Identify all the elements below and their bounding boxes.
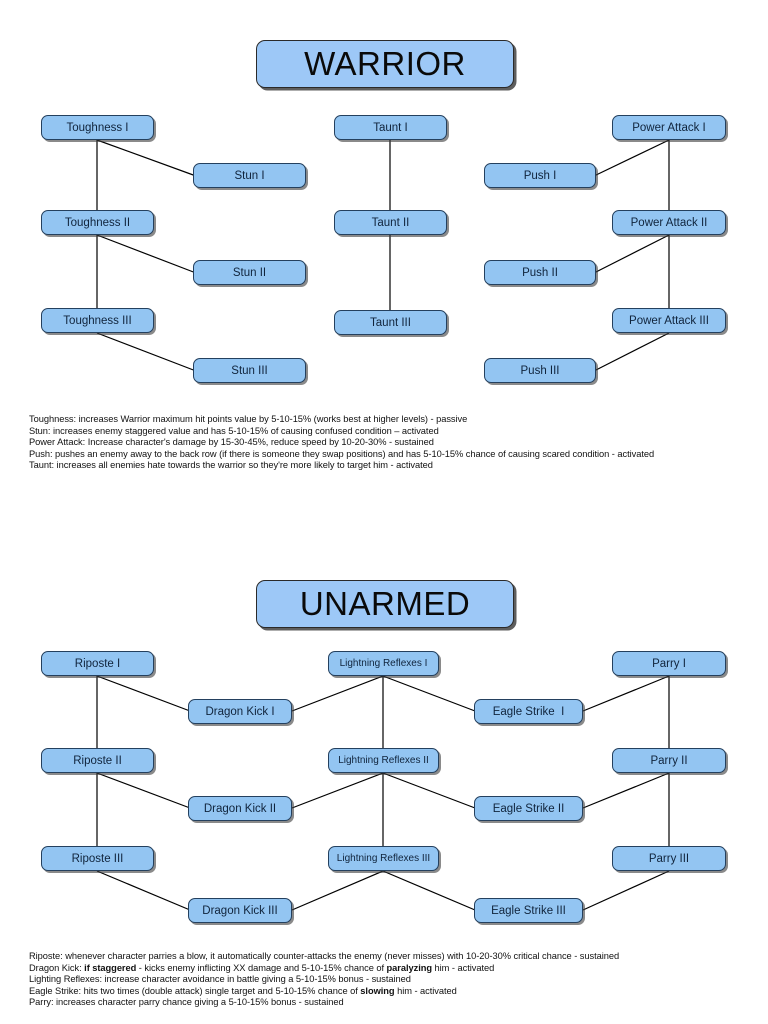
description-power-attack: Power Attack: Increase character's damag… (29, 437, 434, 448)
description-lighting-reflexes: Lighting Reflexes: increase character av… (29, 974, 411, 985)
skill-node-taunt-3[interactable]: Taunt III (334, 310, 447, 335)
skill-node-eagle-strike-1[interactable]: Eagle Strike I (474, 699, 583, 724)
skill-tree-unarmed: UNARMED (0, 540, 768, 1024)
description-taunt: Taunt: increases all enemies hate toward… (29, 460, 433, 471)
tree-title-unarmed: UNARMED (256, 580, 514, 628)
tree-title-warrior: WARRIOR (256, 40, 514, 88)
skill-node-lightning-reflexes-1[interactable]: Lightning Reflexes I (328, 651, 439, 676)
description-dragon-kick: Dragon Kick: if staggered - kicks enemy … (29, 962, 495, 973)
skill-node-toughness-2[interactable]: Toughness II (41, 210, 154, 235)
skill-node-taunt-2[interactable]: Taunt II (334, 210, 447, 235)
skill-node-lightning-reflexes-2[interactable]: Lightning Reflexes II (328, 748, 439, 773)
skill-node-power-attack-2[interactable]: Power Attack II (612, 210, 726, 235)
skill-node-dragon-kick-1[interactable]: Dragon Kick I (188, 699, 292, 724)
description-eagle-strike: Eagle Strike: hits two times (double att… (29, 985, 457, 996)
description-stun: Stun: increases enemy staggered value an… (29, 425, 439, 436)
skill-node-dragon-kick-2[interactable]: Dragon Kick II (188, 796, 292, 821)
skill-node-power-attack-3[interactable]: Power Attack III (612, 308, 726, 333)
skill-descriptions-warrior: Toughness: increases Warrior maximum hit… (29, 414, 741, 472)
skill-node-parry-2[interactable]: Parry II (612, 748, 726, 773)
skill-descriptions-unarmed: Riposte: whenever character parries a bl… (29, 951, 741, 1009)
skill-node-lightning-reflexes-3[interactable]: Lightning Reflexes III (328, 846, 439, 871)
skill-node-parry-3[interactable]: Parry III (612, 846, 726, 871)
skill-node-toughness-3[interactable]: Toughness III (41, 308, 154, 333)
skill-node-riposte-1[interactable]: Riposte I (41, 651, 154, 676)
skill-node-stun-1[interactable]: Stun I (193, 163, 306, 188)
description-riposte: Riposte: whenever character parries a bl… (29, 951, 620, 961)
skill-node-stun-2[interactable]: Stun II (193, 260, 306, 285)
skill-node-stun-3[interactable]: Stun III (193, 358, 306, 383)
skill-node-eagle-strike-3[interactable]: Eagle Strike III (474, 898, 583, 923)
skill-node-riposte-2[interactable]: Riposte II (41, 748, 154, 773)
description-toughness: Toughness: increases Warrior maximum hit… (29, 414, 468, 424)
skill-tree-warrior: WARRIOR Toughness I Toughness II Toughne… (29, 40, 741, 472)
skill-node-push-1[interactable]: Push I (484, 163, 596, 188)
skill-node-parry-1[interactable]: Parry I (612, 651, 726, 676)
skill-node-push-2[interactable]: Push II (484, 260, 596, 285)
skill-node-eagle-strike-2[interactable]: Eagle Strike II (474, 796, 583, 821)
skill-node-toughness-1[interactable]: Toughness I (41, 115, 154, 140)
skill-node-riposte-3[interactable]: Riposte III (41, 846, 154, 871)
skill-node-taunt-1[interactable]: Taunt I (334, 115, 447, 140)
skill-node-dragon-kick-3[interactable]: Dragon Kick III (188, 898, 292, 923)
description-parry: Parry: increases character parry chance … (29, 997, 344, 1008)
description-push: Push: pushes an enemy away to the back r… (29, 448, 655, 459)
skill-node-push-3[interactable]: Push III (484, 358, 596, 383)
skill-node-power-attack-1[interactable]: Power Attack I (612, 115, 726, 140)
